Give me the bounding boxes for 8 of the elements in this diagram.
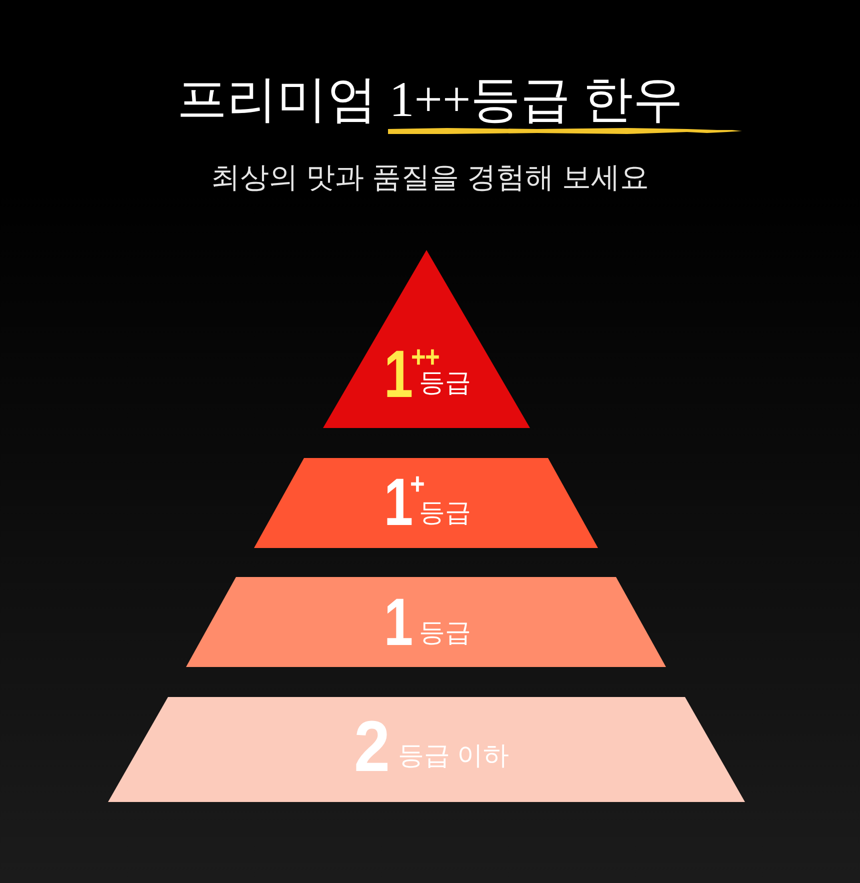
grade-label: 등급	[419, 499, 471, 525]
grade-number: 1	[384, 589, 414, 656]
grade-label: 등급 이하	[398, 742, 510, 768]
title: 프리미엄 1++등급 한우	[176, 74, 684, 124]
grade-number: 2	[354, 711, 390, 783]
subtitle: 최상의 맛과 품질을 경험해 보세요	[210, 164, 650, 193]
grade-label: 등급	[419, 619, 471, 645]
grade-number: 1	[384, 341, 414, 408]
